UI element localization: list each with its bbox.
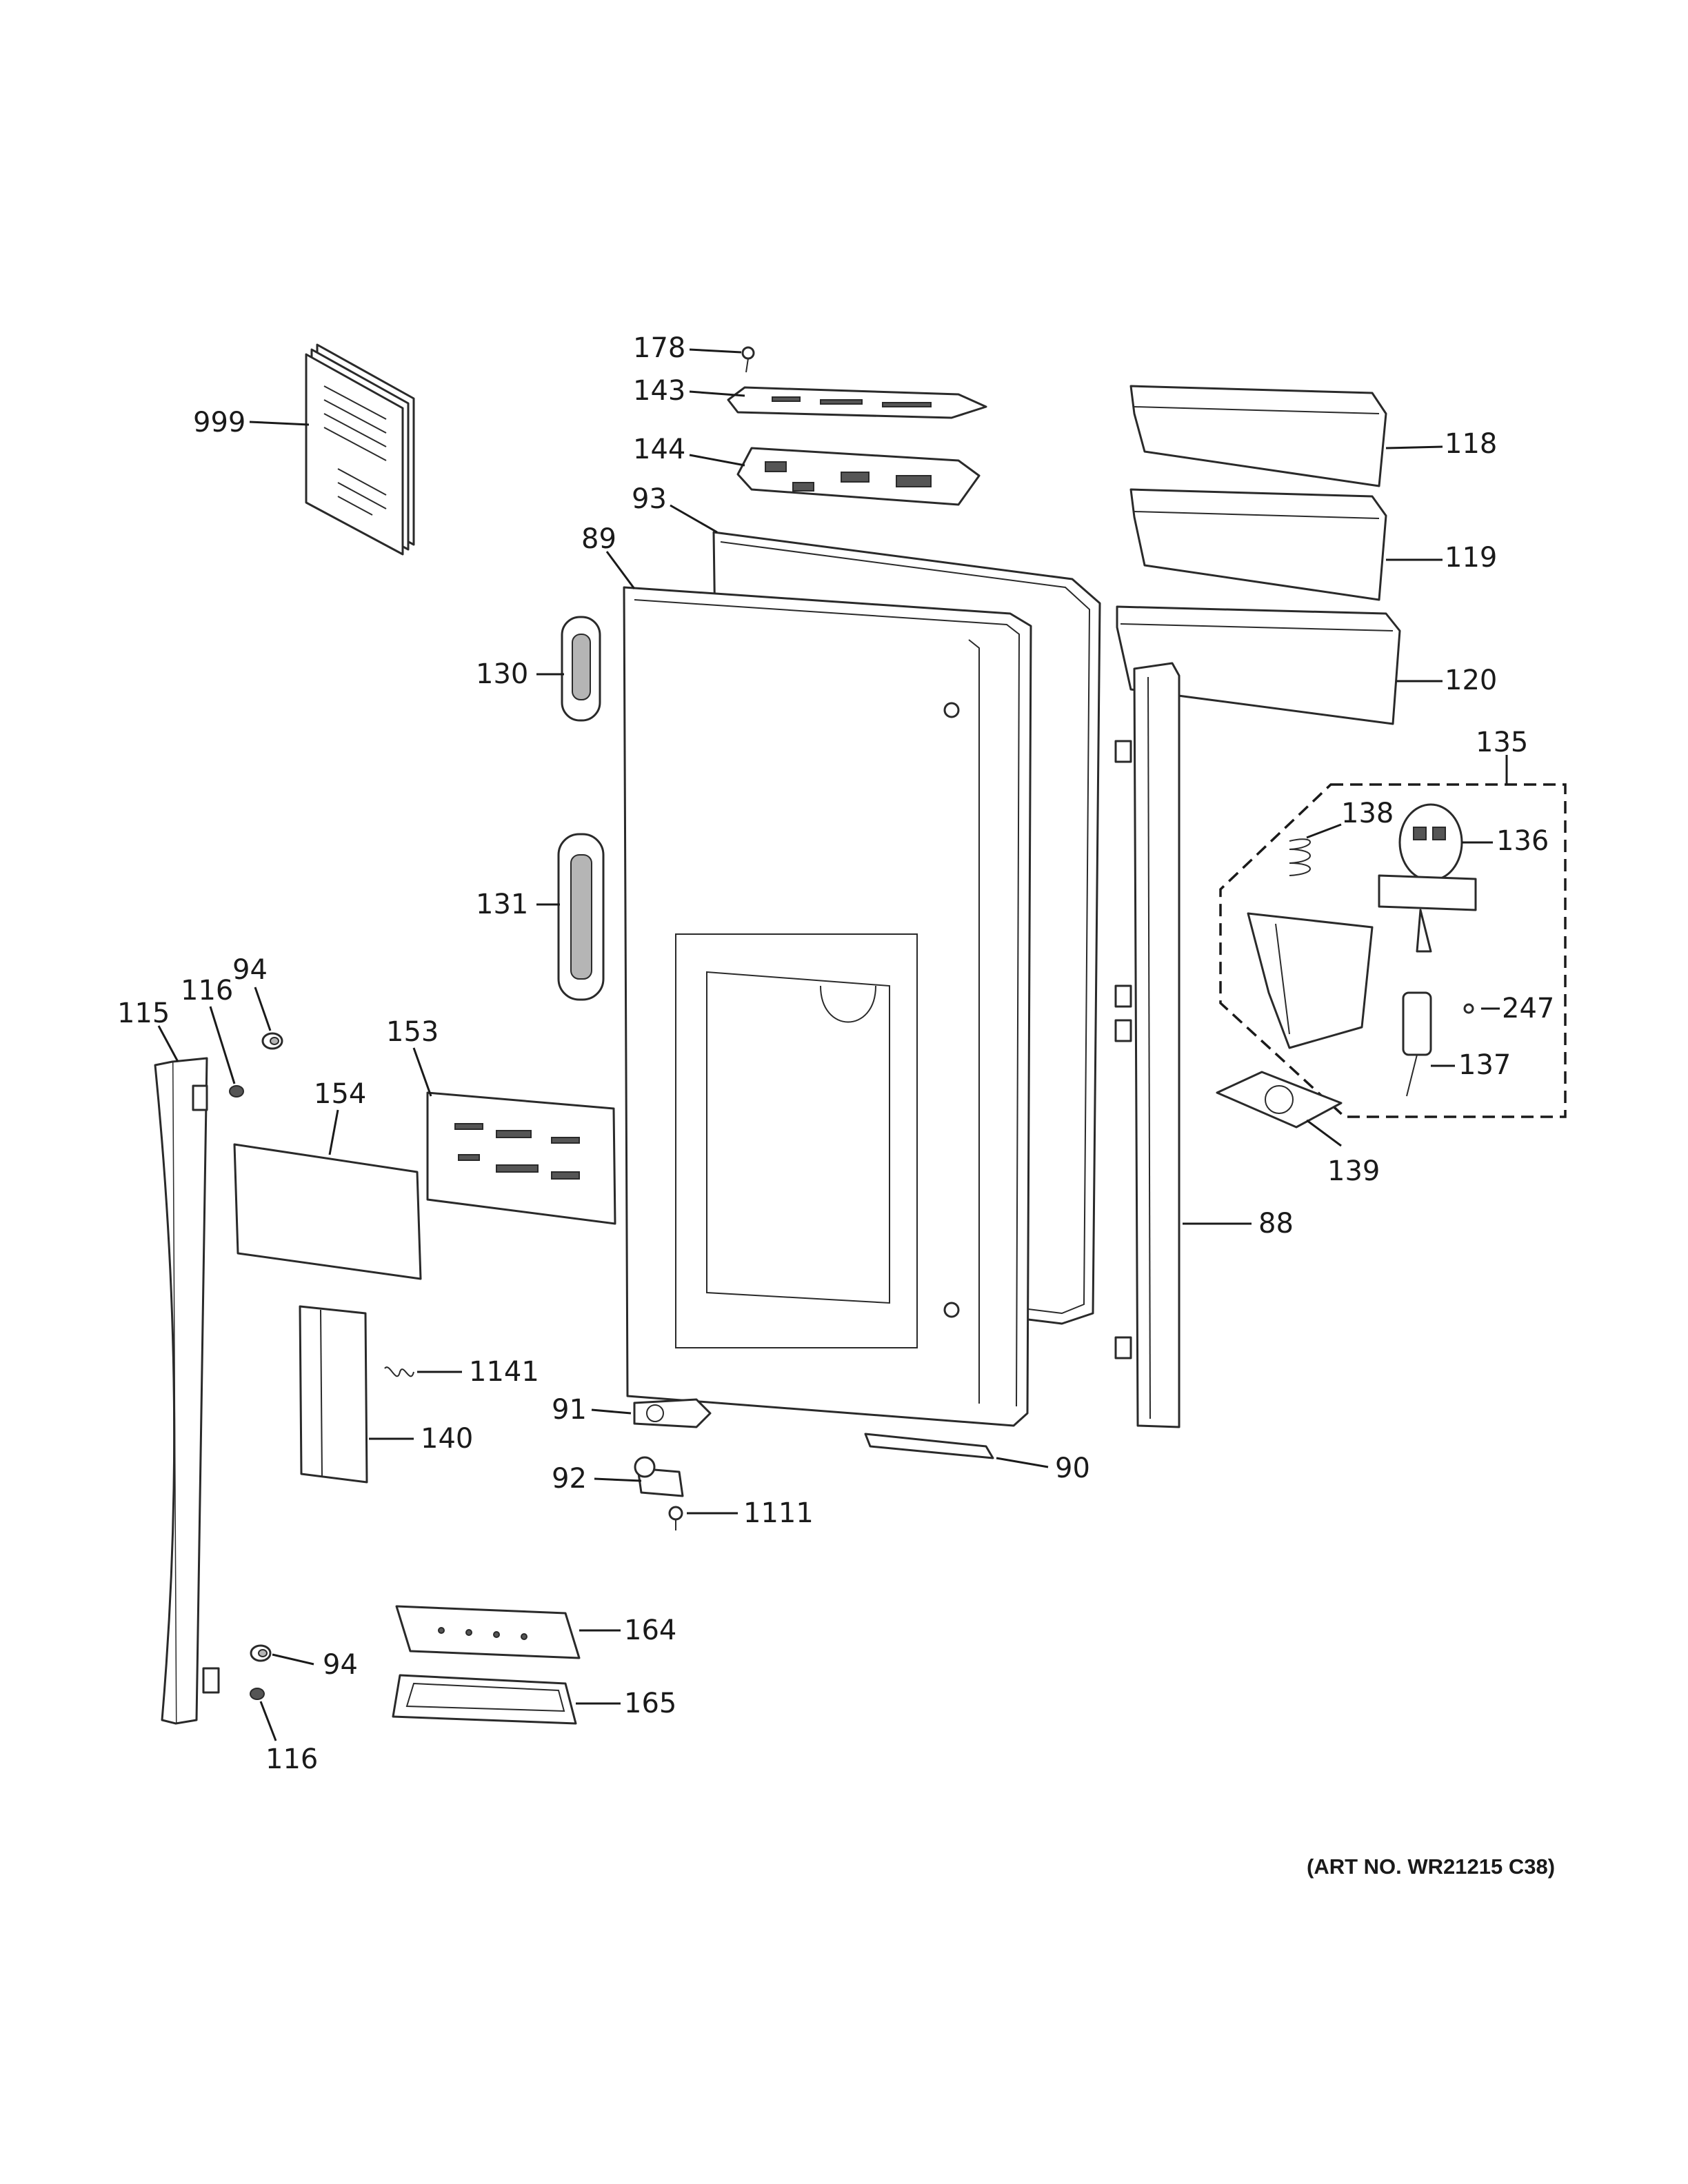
part-88-side-bar bbox=[1114, 662, 1180, 1428]
label-94-top: 94 bbox=[232, 954, 268, 986]
part-165-tray bbox=[392, 1674, 577, 1725]
label-999: 999 bbox=[193, 407, 245, 438]
part-138-spring bbox=[1289, 838, 1311, 876]
label-143: 143 bbox=[633, 375, 685, 407]
label-89: 89 bbox=[581, 523, 616, 555]
label-118: 118 bbox=[1445, 428, 1497, 460]
label-138: 138 bbox=[1341, 798, 1394, 829]
label-139: 139 bbox=[1327, 1155, 1380, 1187]
label-164: 164 bbox=[624, 1615, 676, 1646]
part-94-fastener-top bbox=[261, 1032, 283, 1050]
label-88: 88 bbox=[1258, 1208, 1294, 1240]
label-116-top: 116 bbox=[181, 975, 233, 1007]
art-number: (ART NO. WR21215 C38) bbox=[1307, 1854, 1555, 1879]
part-1141-spring bbox=[384, 1366, 414, 1377]
part-144-control-board bbox=[736, 447, 981, 506]
label-92: 92 bbox=[552, 1463, 587, 1495]
label-120: 120 bbox=[1445, 665, 1497, 696]
part-130-trim bbox=[561, 616, 601, 722]
label-165: 165 bbox=[624, 1688, 676, 1719]
part-137-actuator bbox=[1402, 991, 1432, 1097]
label-130: 130 bbox=[476, 658, 528, 690]
part-115-handle bbox=[154, 1057, 220, 1725]
leader-lines bbox=[157, 348, 1508, 1741]
part-140-paddle bbox=[299, 1305, 368, 1484]
label-136: 136 bbox=[1496, 825, 1549, 857]
part-118-door-bin bbox=[1129, 385, 1387, 487]
part-116-fastener-bottom bbox=[250, 1688, 265, 1700]
label-178: 178 bbox=[633, 332, 685, 364]
callout-labels: 999 178 143 144 93 89 118 119 120 130 13… bbox=[117, 332, 1554, 1775]
part-119-door-bin bbox=[1129, 488, 1387, 601]
label-131: 131 bbox=[476, 889, 528, 920]
part-143-cover bbox=[727, 386, 987, 419]
part-139-bracket bbox=[1216, 1071, 1343, 1129]
label-116-bottom: 116 bbox=[265, 1743, 318, 1775]
part-120-door-bin bbox=[1116, 605, 1401, 725]
label-1111: 1111 bbox=[743, 1497, 814, 1529]
assembly-135-outline bbox=[1219, 783, 1567, 1118]
part-153-ui-board bbox=[426, 1091, 616, 1225]
part-131-trim bbox=[557, 833, 605, 1001]
label-153: 153 bbox=[386, 1016, 439, 1048]
label-137: 137 bbox=[1458, 1049, 1511, 1081]
part-1111-screw bbox=[668, 1506, 683, 1530]
part-116-fastener-top bbox=[229, 1085, 244, 1098]
part-164-cover bbox=[395, 1605, 581, 1659]
part-178-screw bbox=[741, 346, 755, 373]
label-91: 91 bbox=[552, 1394, 587, 1426]
label-93: 93 bbox=[632, 483, 667, 515]
part-91-part bbox=[633, 1398, 712, 1428]
label-135: 135 bbox=[1476, 727, 1528, 758]
label-154: 154 bbox=[314, 1078, 366, 1110]
label-119: 119 bbox=[1445, 542, 1497, 574]
label-144: 144 bbox=[633, 434, 685, 465]
label-90: 90 bbox=[1055, 1453, 1090, 1484]
label-140: 140 bbox=[421, 1423, 473, 1455]
part-154-panel bbox=[233, 1143, 422, 1280]
part-94-fastener-bottom bbox=[250, 1644, 272, 1662]
label-1141: 1141 bbox=[469, 1356, 539, 1388]
label-94-bottom: 94 bbox=[323, 1649, 358, 1681]
label-247: 247 bbox=[1502, 993, 1554, 1024]
part-dispenser-chute bbox=[1247, 912, 1374, 1049]
part-90-bracket bbox=[864, 1433, 994, 1459]
part-999-literature bbox=[305, 343, 415, 556]
part-247-screw bbox=[1463, 1003, 1474, 1014]
part-92-switch bbox=[634, 1456, 684, 1497]
label-115: 115 bbox=[117, 998, 170, 1029]
part-89-door-panel bbox=[623, 586, 1032, 1427]
